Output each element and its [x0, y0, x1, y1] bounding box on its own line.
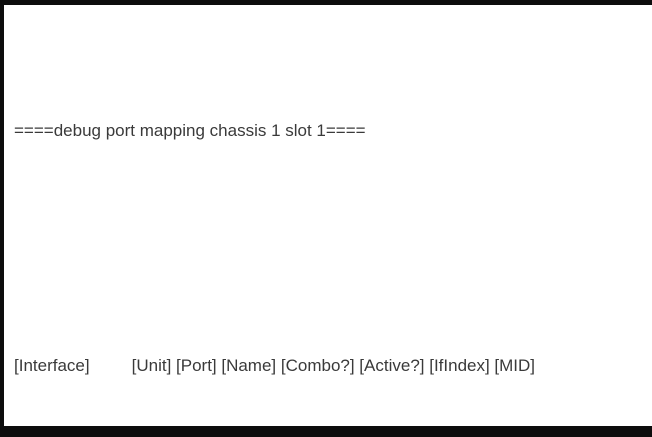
console-output-area[interactable]: ====debug port mapping chassis 1 slot 1=… [4, 5, 652, 426]
port-mapping-column-header-wrap: [Link] [4, 433, 652, 437]
port-mapping-column-header: [Interface] [Unit] [Port] [Name] [Combo?]… [4, 352, 652, 379]
spacer-1 [4, 225, 652, 244]
image-top-border [0, 0, 652, 5]
port-mapping-banner: ====debug port mapping chassis 1 slot 1=… [14, 121, 366, 140]
image-left-border [0, 0, 4, 437]
image-bottom-border [0, 426, 652, 437]
column-header-rest: [Unit] [Port] [Name] [Combo?] [Active?] … [131, 356, 536, 375]
column-header-interface: [Interface] [14, 356, 90, 375]
